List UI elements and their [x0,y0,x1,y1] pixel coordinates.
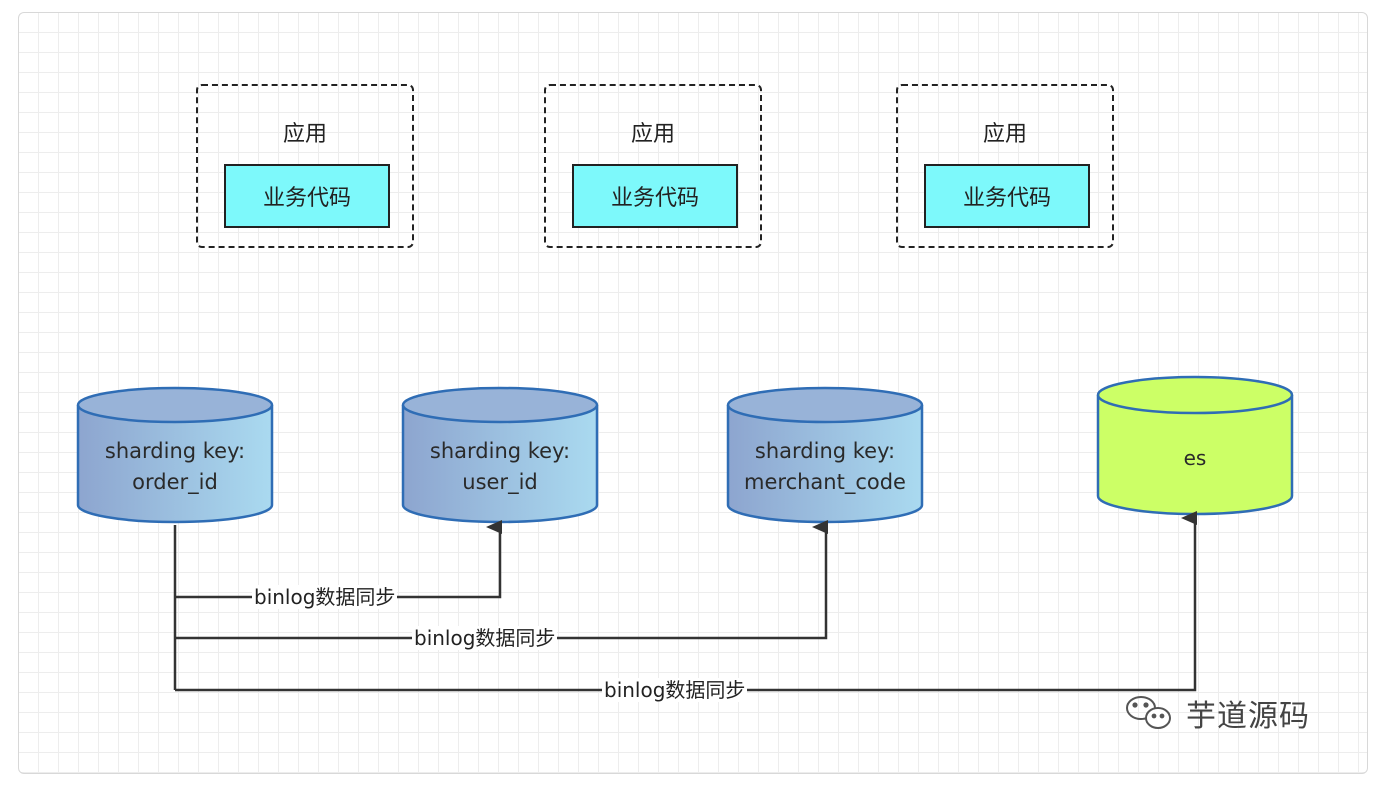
flow-label-merchant-code: binlog数据同步 [412,626,558,650]
app-title: 应用 [630,122,675,147]
db-label-merchant-code: sharding key: merchant_code [744,439,906,494]
database-order-id [76,386,274,524]
db-label-order-id: sharding key: order_id [104,439,246,494]
business-code-box: 业务代码 [572,164,738,228]
wechat-icon [1126,696,1171,729]
es-label: es [1183,446,1207,470]
connector-to-es [175,511,1197,692]
business-code-box: 业务代码 [924,164,1090,228]
watermark-text: 芋道源码 [1186,699,1310,734]
database-merchant-code [726,386,924,524]
app-title: 应用 [282,122,327,147]
connector-to-merchant-code [175,520,828,640]
app-title: 应用 [982,122,1027,147]
database-es [1096,375,1294,516]
database-user-id [401,386,599,524]
app-box-1: 应用 业务代码 [196,84,414,248]
app-box-3: 应用 业务代码 [896,84,1114,248]
db-label-user-id: sharding key: user_id [429,439,571,494]
watermark: 芋道源码 [1186,693,1310,734]
flow-label-user-id: binlog数据同步 [252,585,398,609]
flow-label-es: binlog数据同步 [602,678,748,702]
app-box-2: 应用 业务代码 [544,84,762,248]
business-code-box: 业务代码 [224,164,390,228]
